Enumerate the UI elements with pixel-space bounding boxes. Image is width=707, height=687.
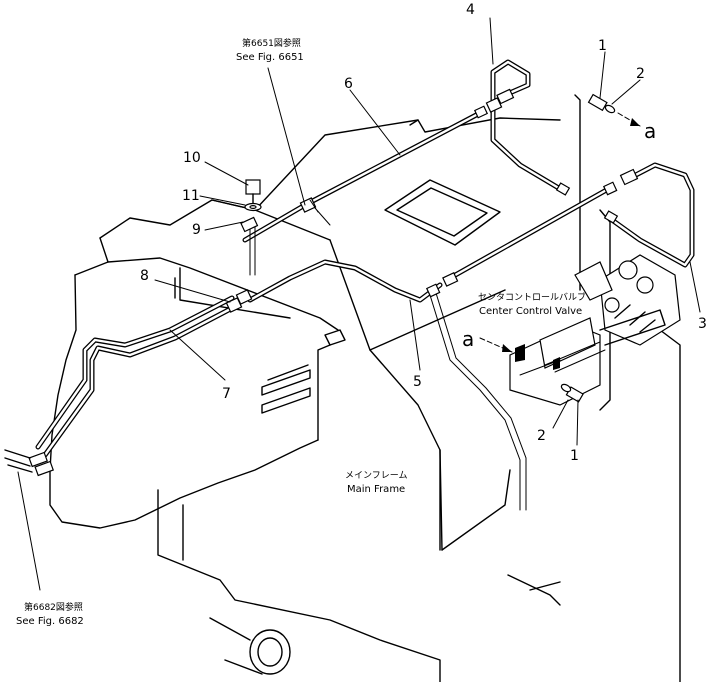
callout-2-bottom: 2	[537, 428, 546, 444]
reference-fig-6651: See Fig. 6651	[236, 52, 304, 63]
arrow-label-a-top: a	[644, 119, 656, 143]
callout-6: 6	[344, 76, 353, 92]
reference-fig-6682: See Fig. 6682	[16, 616, 84, 627]
callout-4: 4	[466, 2, 475, 18]
callout-2-top: 2	[636, 66, 645, 82]
center-control-valve	[509, 254, 681, 406]
callout-11: 11	[182, 188, 200, 204]
center-valve-label-jp: センタコントロールバルブ	[478, 291, 586, 303]
center-valve-label: Center Control Valve	[479, 306, 582, 317]
main-frame-label-jp: メインフレーム	[345, 470, 407, 481]
arrow-label-a-mid: a	[462, 327, 474, 351]
callout-1-top: 1	[598, 38, 607, 54]
callout-5: 5	[413, 374, 422, 390]
leader-lines	[17, 17, 701, 591]
flow-arrows	[479, 112, 641, 353]
reference-fig-6651-jp: 第6651図参照	[242, 37, 301, 49]
main-frame-structure	[49, 117, 561, 683]
callout-10: 10	[183, 150, 201, 166]
reference-fig-6682-jp: 第6682図参照	[24, 601, 83, 613]
callout-1-bottom: 1	[570, 448, 579, 464]
callout-3: 3	[698, 316, 707, 332]
callout-7: 7	[222, 386, 231, 402]
main-frame-label: Main Frame	[347, 484, 405, 495]
fittings	[4, 88, 639, 477]
callout-8: 8	[140, 268, 149, 284]
callout-9: 9	[192, 222, 201, 238]
